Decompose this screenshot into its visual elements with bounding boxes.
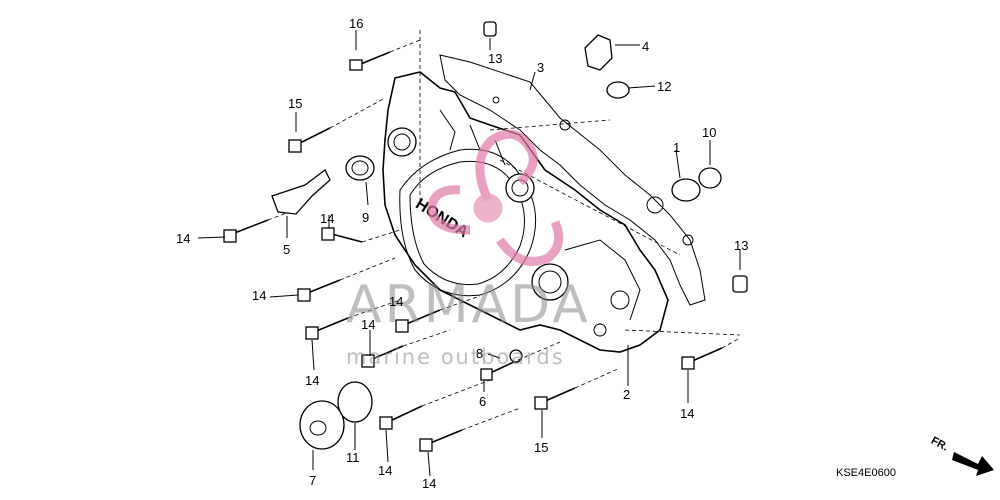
washer-8: [509, 349, 523, 363]
bracket-5: [271, 169, 331, 215]
bolt-15-lower: [534, 387, 576, 410]
callout-14: 14: [305, 373, 319, 388]
callout-13: 13: [488, 51, 502, 66]
callout-14: 14: [320, 211, 334, 226]
callout-14: 14: [361, 317, 375, 332]
callout-13: 13: [734, 238, 748, 253]
bolt-14-left2: [297, 279, 341, 302]
watermark-tagline: marine outboards: [346, 345, 565, 369]
callout-8: 8: [476, 346, 483, 361]
bolt-15-upper: [288, 127, 331, 153]
callout-4: 4: [642, 39, 649, 54]
direction-arrow-icon: [952, 452, 994, 476]
bolt-6: [480, 359, 519, 381]
callout-14: 14: [378, 463, 392, 478]
front-direction-indicator: FR.: [929, 435, 994, 476]
callout-15: 15: [534, 440, 548, 455]
watermark-brand: ARMADA: [346, 275, 591, 335]
bolt-14-lower3: [361, 345, 404, 368]
callout-15: 15: [288, 96, 302, 111]
callout-1: 1: [673, 140, 680, 155]
callout-12: 12: [657, 79, 671, 94]
oil-filler-cap-4: [584, 34, 613, 71]
callout-14: 14: [422, 476, 436, 491]
watermark: ARMADA marine outboards: [346, 129, 591, 369]
bolt-14-mid: [321, 227, 363, 243]
oil-seal-9: [345, 155, 375, 181]
callout-16: 16: [349, 16, 363, 31]
bolt-14-left: [223, 219, 269, 243]
o-ring-11: [337, 381, 373, 423]
direction-label: FR.: [929, 435, 950, 454]
bolt-16: [349, 51, 391, 71]
o-ring-10: [698, 167, 722, 189]
callout-2: 2: [623, 387, 630, 402]
bolt-group: [223, 51, 723, 452]
bolt-14-bottom2: [419, 429, 463, 452]
dowel-pin-13-top: [483, 21, 497, 37]
leader-lines: [267, 30, 741, 431]
callout-7: 7: [309, 473, 316, 488]
bolt-14-lower2: [395, 309, 441, 333]
callout-14: 14: [389, 294, 403, 309]
callout-leaders: [197, 30, 741, 477]
callout-labels: 16 13 3 4 12 15 9 1 10 14 5 14 13 14 14 …: [176, 16, 748, 491]
callout-6: 6: [479, 394, 486, 409]
bolt-14-lower1: [305, 317, 349, 340]
collar-1: [671, 178, 701, 202]
dowel-pin-13-right: [732, 275, 748, 293]
cover-gasket: [439, 54, 706, 306]
callout-3: 3: [537, 60, 544, 75]
callout-10: 10: [702, 125, 716, 140]
o-ring-12: [606, 81, 630, 99]
callout-9: 9: [362, 210, 369, 225]
bolt-14-right: [681, 347, 723, 370]
callout-11: 11: [346, 450, 360, 465]
callout-14: 14: [680, 406, 694, 421]
cap-7: [299, 400, 345, 450]
callout-5: 5: [283, 242, 290, 257]
honda-logo: HONDA: [412, 196, 471, 242]
callout-14: 14: [252, 288, 266, 303]
watermark-emblem: [427, 129, 564, 266]
diagram-code: KSE4E0600: [836, 467, 896, 479]
callout-14: 14: [176, 231, 190, 246]
bolt-14-bottom: [379, 405, 423, 430]
